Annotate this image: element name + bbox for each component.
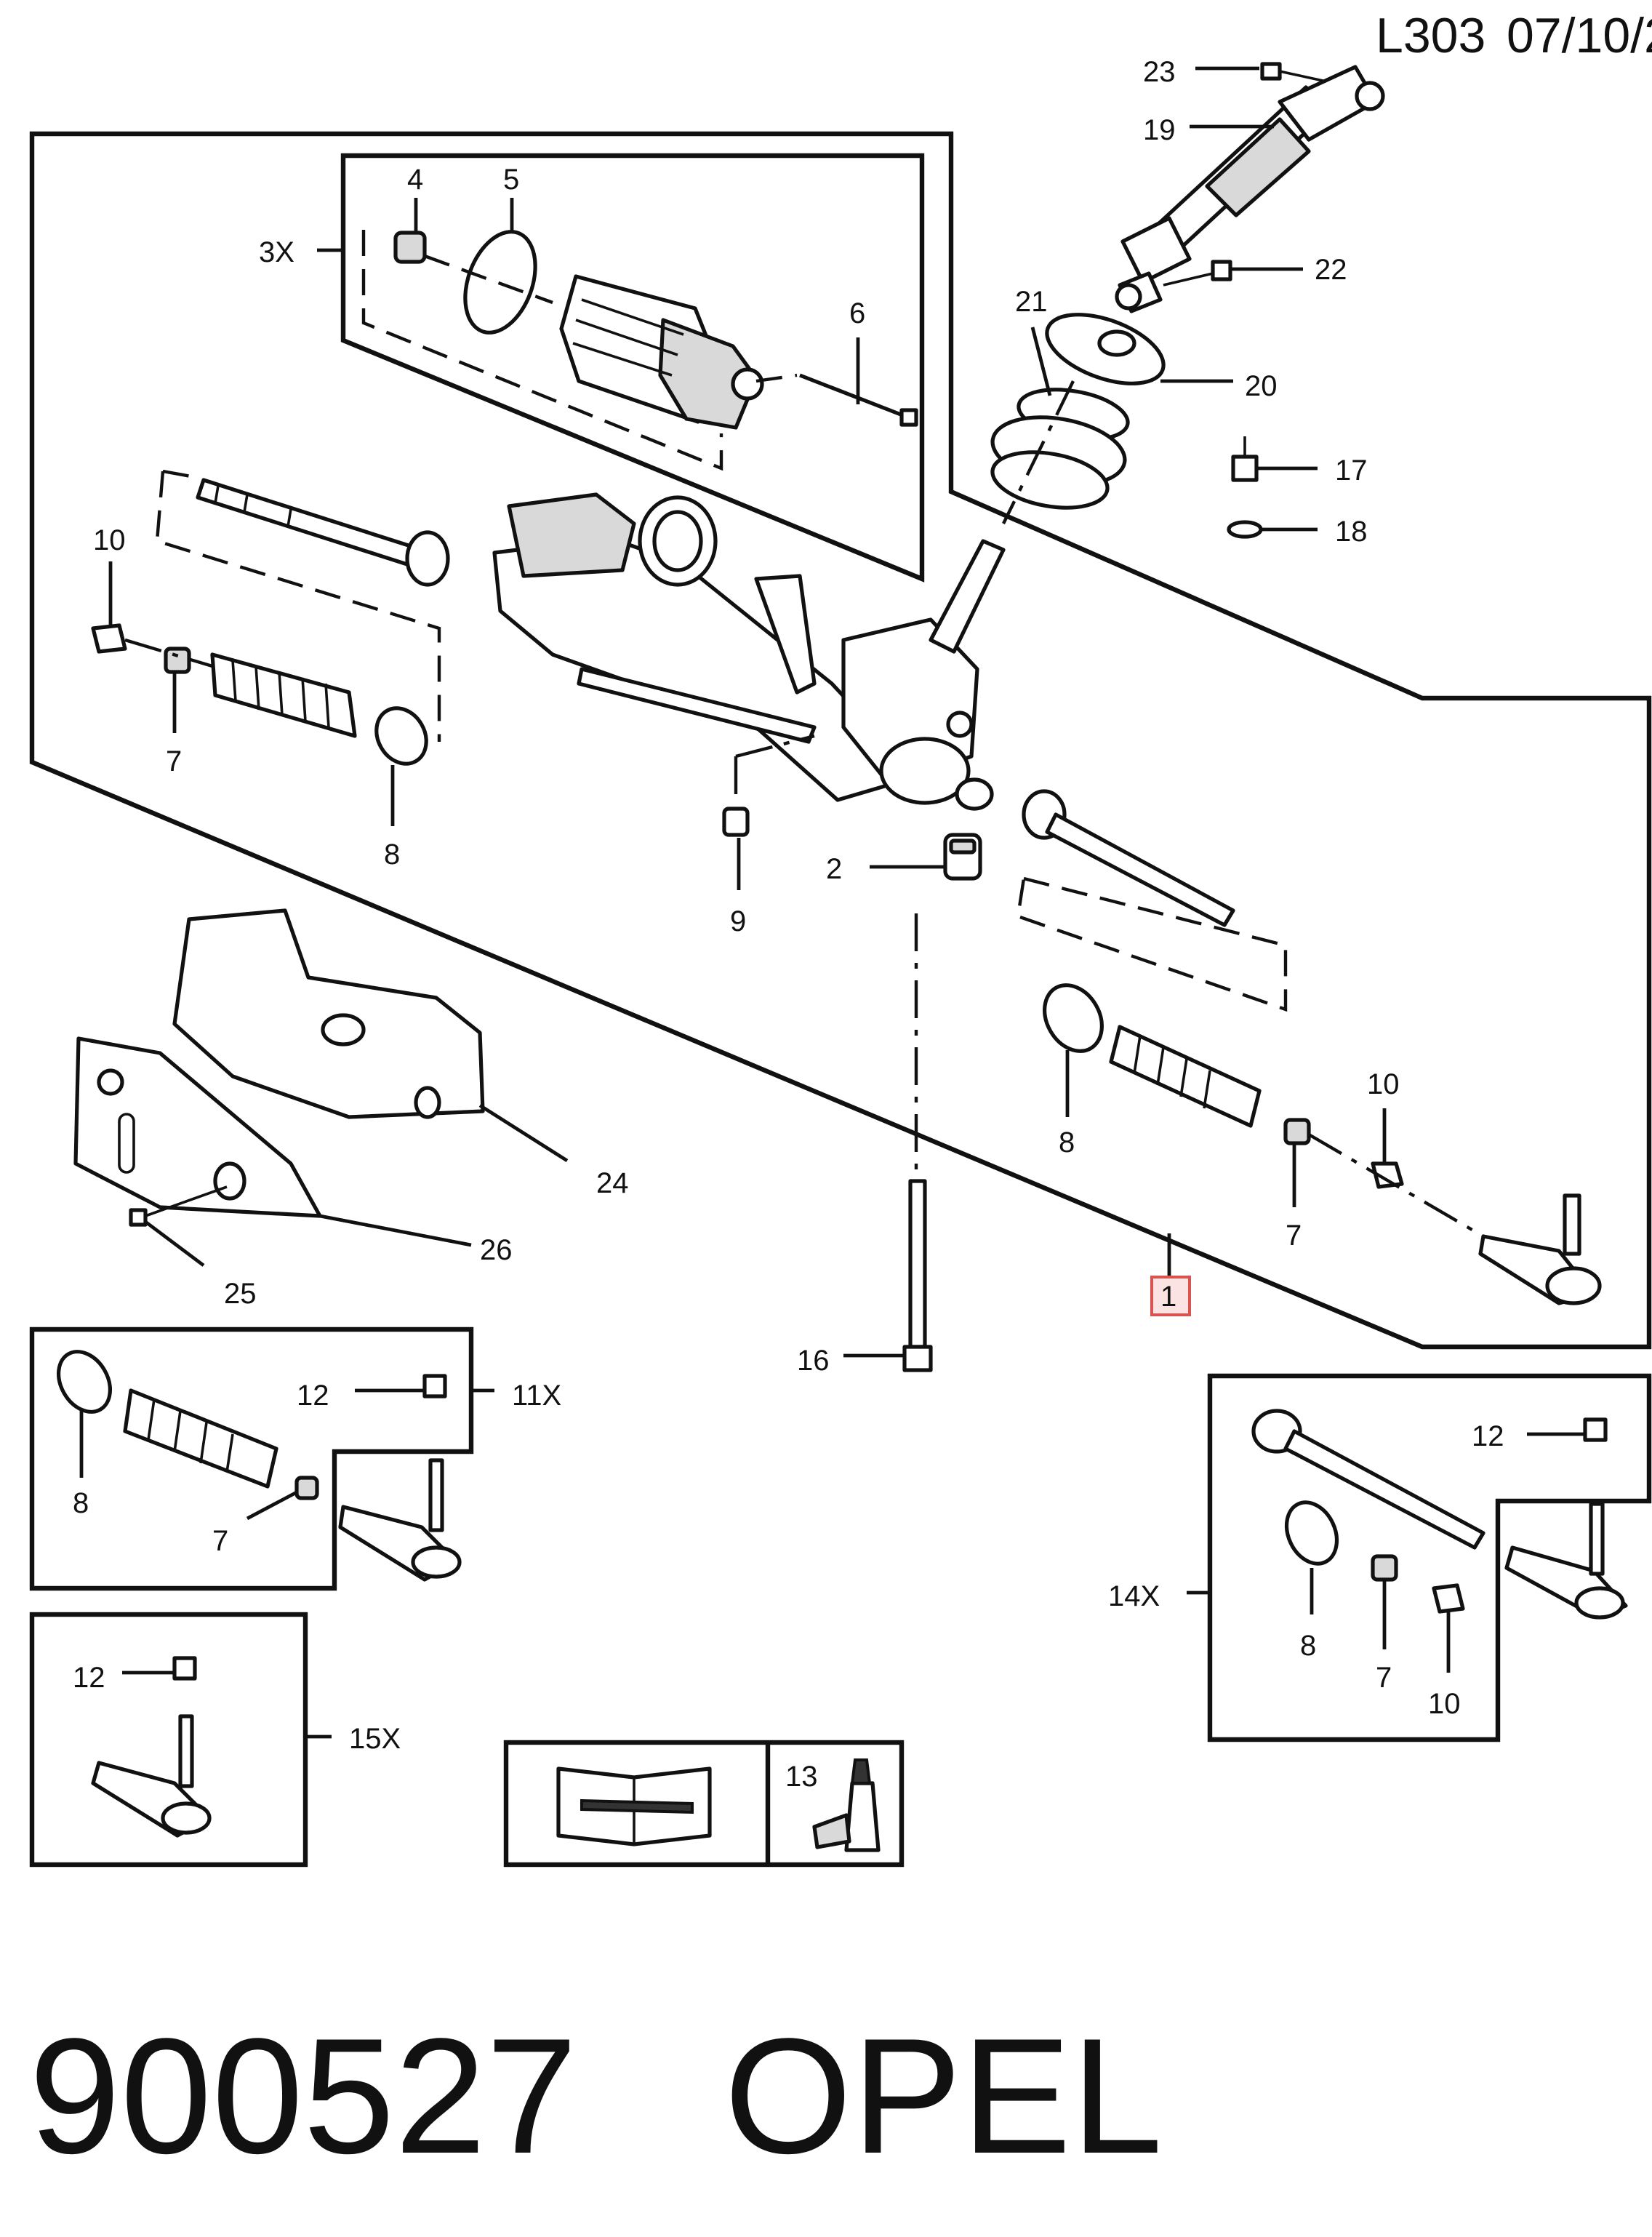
label-4: 4 [407, 164, 423, 196]
label-15x: 15X [349, 1723, 401, 1755]
main-assembly-frame [29, 131, 1652, 1350]
label-12-kit14: 12 [1472, 1420, 1504, 1452]
clamp-7-kit14 [1371, 1554, 1398, 1582]
manual-book-wrench-icon [556, 1766, 712, 1846]
label-10-left: 10 [93, 524, 126, 556]
dash-seal-20 [1045, 313, 1166, 385]
jam-nut-10-left [91, 623, 127, 654]
label-3x: 3X [259, 236, 294, 268]
nut-12-kit14 [1583, 1417, 1608, 1442]
label-8-kit11: 8 [73, 1487, 89, 1519]
heat-shield-24 [172, 908, 485, 1119]
pinion-boot-21 [990, 388, 1130, 510]
label-25: 25 [224, 1278, 257, 1310]
clip-9 [722, 807, 750, 837]
label-10-kit14: 10 [1428, 1688, 1461, 1720]
boot-8-kit11 [123, 1388, 278, 1489]
label-12-kit11: 12 [297, 1380, 329, 1412]
label-11x: 11X [512, 1380, 561, 1412]
o-ring-4 [393, 231, 427, 264]
motor-housing [559, 274, 764, 430]
boot-8-left [210, 652, 428, 766]
label-17: 17 [1335, 455, 1368, 487]
outer-tie-rod-end-right [1478, 1193, 1602, 1305]
clamp-ring-8-right [1043, 983, 1104, 1053]
clamp-ring-8-kit11 [57, 1350, 112, 1414]
brand-name: OPEL [724, 2004, 1163, 2188]
label-8-kit14: 8 [1300, 1630, 1316, 1662]
label-5: 5 [503, 164, 519, 196]
clamp-ring-8-kit14 [1284, 1500, 1339, 1566]
highlight-box-1 [1150, 1276, 1191, 1316]
nut-12-kit15 [172, 1656, 197, 1681]
label-14x: 14X [1108, 1580, 1160, 1612]
label-6: 6 [849, 297, 865, 329]
diagram-code: L303 [1376, 8, 1485, 63]
bushing-2 [943, 833, 982, 881]
inner-tie-rod-kit14 [1251, 1409, 1485, 1550]
boot-8-right [1109, 1025, 1262, 1128]
label-19: 19 [1143, 114, 1176, 146]
label-12-kit15: 12 [73, 1662, 105, 1694]
bolt-25 [129, 1185, 228, 1227]
jam-nut-10-right [1371, 1161, 1404, 1189]
clamp-7-left [164, 647, 191, 674]
nut-12-kit11 [422, 1374, 447, 1398]
part-number: 900527 [29, 2004, 577, 2188]
bolt-16 [902, 1179, 933, 1372]
kit-11x-frame [29, 1326, 474, 1591]
label-1: 1 [1160, 1281, 1176, 1313]
label-16: 16 [797, 1345, 830, 1377]
label-9: 9 [730, 905, 746, 937]
tie-rod-end-kit14 [1504, 1502, 1628, 1620]
bolt-23 [1260, 62, 1327, 83]
label-20: 20 [1245, 370, 1278, 402]
label-21: 21 [1015, 286, 1048, 318]
tie-rod-end-kit15 [91, 1714, 212, 1838]
nut-10-kit14 [1432, 1583, 1465, 1614]
label-26: 26 [480, 1234, 513, 1266]
clamp-7-right [1283, 1118, 1311, 1145]
kit-14x-frame [1207, 1373, 1652, 1742]
tie-rod-end-kit11 [338, 1458, 462, 1582]
label-24: 24 [596, 1167, 629, 1199]
label-23: 23 [1143, 56, 1176, 88]
label-13: 13 [785, 1761, 818, 1793]
label-7-kit14: 7 [1376, 1662, 1392, 1694]
label-8-right: 8 [1059, 1126, 1075, 1158]
lubricant-bottle-icon [812, 1758, 881, 1852]
left-inner-tie-rod [196, 478, 450, 587]
diagram-date: 07/10/2014 [1507, 8, 1652, 63]
steering-rack-housing [492, 492, 1006, 811]
label-7-kit11: 7 [212, 1525, 228, 1557]
leader-lines [79, 66, 1585, 1739]
intermediate-shaft [1115, 65, 1385, 313]
label-10-right: 10 [1367, 1068, 1400, 1100]
label-2: 2 [826, 853, 842, 885]
label-7-left: 7 [166, 745, 182, 777]
washer-18 [1227, 520, 1263, 539]
right-inner-tie-rod [1022, 789, 1235, 927]
bolt-22 [1163, 260, 1232, 287]
kit-15x-frame [29, 1612, 308, 1868]
clamp-7-kit11 [294, 1476, 319, 1500]
nut-17 [1231, 436, 1259, 482]
label-18: 18 [1335, 516, 1368, 548]
bolt-6 [799, 373, 918, 427]
label-7-right: 7 [1286, 1220, 1302, 1252]
motor-kit-frame [340, 153, 925, 583]
heat-shield-26 [73, 1036, 322, 1218]
label-22: 22 [1315, 254, 1347, 286]
legend-box [503, 1740, 905, 1868]
label-8-left: 8 [384, 839, 400, 871]
